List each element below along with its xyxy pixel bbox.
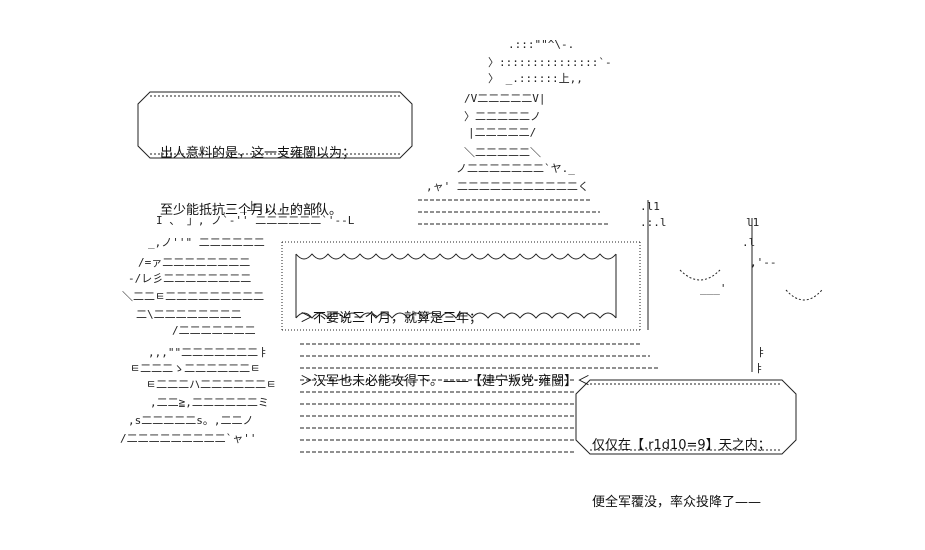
ascii-line: |二二二二二/ <box>468 126 537 139</box>
ascii-line: -/レ彡二二二二二二二二 <box>128 272 252 285</box>
ascii-line: ＼二二二二二＼ <box>464 146 541 159</box>
fortress-structure <box>137 91 823 455</box>
ascii-line: /V二二二二二V| <box>464 92 546 105</box>
ascii-line: ＼二二ㅌ二二二二二二二二二 <box>122 290 265 303</box>
speech-line-1: 仅仅在【.r1d10=9】天之内； <box>592 438 771 453</box>
ascii-line: ,'-- <box>750 256 777 269</box>
fortress-walls <box>300 199 660 453</box>
banner-frame <box>281 241 641 331</box>
ascii-line: /二二二二二二二 <box>172 324 256 337</box>
ascii-line: ,二二≧,二二二二二二ミ <box>150 396 269 409</box>
battlement-banner: ＞不要说三个月，就算是三年； ＞汉军也未必能攻得下。——【建宁叛党·雍闓】＜ <box>300 266 590 434</box>
ascii-line: /=ァ二二二二二二二二 <box>138 256 251 269</box>
ascii-line: ,,,""二二二二二二二ㅑ <box>148 346 269 359</box>
ascii-art-canvas: .:::""^\-.〉:::::::::::::::`-〉 _.::::::上,… <box>120 38 823 510</box>
speech-line-1: 出人意料的是，这一支雍闓以为； <box>160 146 356 161</box>
ascii-line: ___' <box>700 282 727 295</box>
speech-bubble-outline <box>137 91 413 159</box>
ascii-line: ㅌ二二二ゝ二二二二二二ㅌ <box>130 362 261 375</box>
banner-line-2: ＞汉军也未必能攻得下。——【建宁叛党·雍闓】＜ <box>300 374 591 389</box>
ascii-line: I 、 」, ノ`-'' 二二二二二二`'--L <box>156 214 355 227</box>
speech-bubble-bottom-outline <box>575 379 797 455</box>
ascii-line: 〉二二二二二ノ <box>464 110 541 123</box>
ascii-line: 二\二二二二二二二二 <box>136 308 242 321</box>
ascii-line: .:.l <box>640 216 667 229</box>
ascii-line: .:::""^\-. <box>508 38 575 51</box>
speech-bubble-top-left: 出人意料的是，这一支雍闓以为； 至少能抵抗三个月以上的部队。 <box>160 106 355 258</box>
ascii-line: 〉 _.::::::上,, <box>488 72 583 85</box>
ascii-line: _上,,,,,,--ノ <box>240 200 322 213</box>
ascii-line: ,ャ' 二二二二二二二二二二二く <box>426 180 589 193</box>
ascii-line: ,s二二二二二s。,二二ノ <box>128 414 254 427</box>
ascii-line: l1 <box>746 216 760 229</box>
ascii-line: ㅑ <box>754 362 765 375</box>
speech-line-2: 便全军覆没，率众投降了—— <box>592 495 762 510</box>
ascii-line: 〉:::::::::::::::`- <box>488 56 612 69</box>
ascii-line: ノ二二二二二二二`ヤ._ <box>456 162 575 175</box>
ascii-line: ㅑ <box>756 346 767 359</box>
speech-bubble-bottom-right: 仅仅在【.r1d10=9】天之内； 便全军覆没，率众投降了—— <box>592 398 771 550</box>
banner-line-1: ＞不要说三个月，就算是三年； <box>300 311 483 326</box>
right-poles <box>647 200 823 372</box>
ascii-line: /二二二二二二二二二`ャ'' <box>120 432 257 445</box>
speech-line-2: 至少能抵抗三个月以上的部队。 <box>160 203 343 218</box>
ascii-line: ㅌ二二二ハ二二二二二二ㅌ <box>146 378 277 391</box>
ascii-line: _,ノ''" 二二二二二二 <box>148 236 265 249</box>
ascii-line: .l1 <box>640 200 660 213</box>
